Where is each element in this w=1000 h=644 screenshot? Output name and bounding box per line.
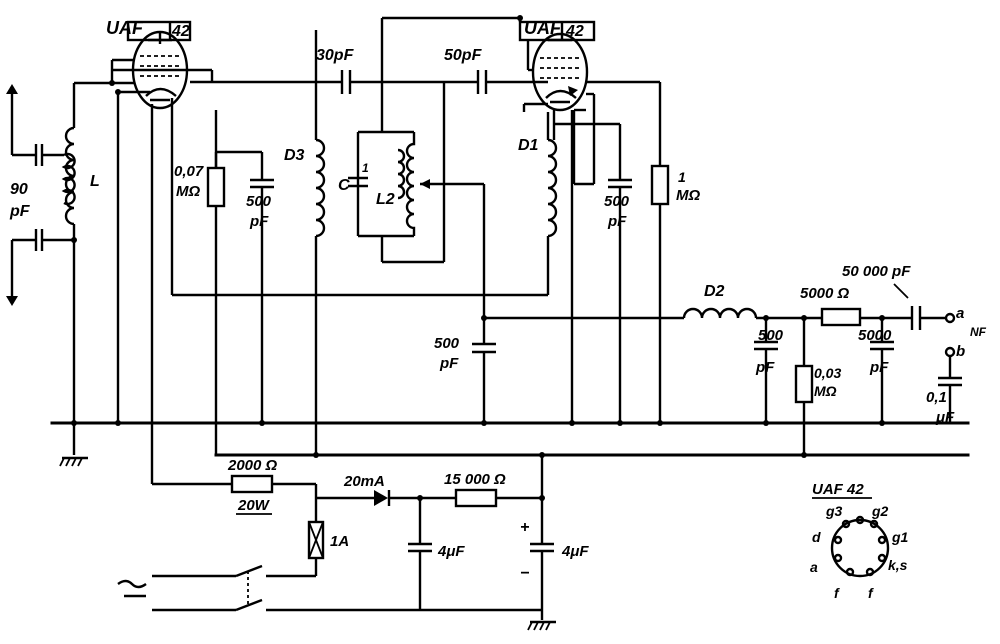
tube2-name: UAF [524,18,562,38]
filter-cap1-label: 4μF [437,543,465,560]
tank-circuit [348,130,486,318]
output-capacitor-1 [754,318,778,423]
pin-f2: f [868,585,874,601]
stage1-capacitor [250,152,274,423]
choke-D2 [682,307,822,320]
tank-cap-label: C [338,177,350,194]
input-cap-lower [34,229,74,251]
stage2-cap-unit: pF [607,213,627,230]
terminal-b-label: b [956,343,965,360]
detector-capacitor [472,318,496,423]
filter-res-label: 15 000 Ω [444,471,506,488]
cap-plus-sign: + [520,519,529,536]
stage2-res-value: 1 [678,169,686,185]
tank-coil-label: L2 [376,191,395,208]
stage2-capacitor [608,178,632,423]
tank-cap-number: 1 [362,161,369,175]
detector-cap-unit: pF [439,355,459,372]
pin-g2: g2 [871,503,889,519]
antenna-terminal-upper [6,84,36,157]
output-resistor-mid [794,318,814,455]
output-cap2-value: 5000 [858,327,892,344]
tube-2 [518,20,596,112]
input-cap-value: 90 [10,181,28,198]
dropper-value: 2000 Ω [227,457,278,474]
stage1-cap-value: 500 [246,193,272,210]
dropper-resistor [230,474,316,494]
input-coil-label: L [90,173,100,190]
stage2-res-unit: MΩ [676,187,700,204]
tube1-name: UAF [106,18,144,38]
output-cap3-value: 0,1 [926,389,947,406]
stage1-res-value: 0,07 [174,163,204,180]
pin-ks: k,s [888,557,908,573]
stage1-cap-unit: pF [249,213,269,230]
filter-resistor [454,488,542,508]
coil-D1 [546,112,558,295]
antenna-terminal-lower [6,238,36,306]
output-cap1-value: 500 [758,327,784,344]
mains-switch [152,564,542,612]
fuse-label: 1A [330,533,349,550]
output-cap3-unit: μF [935,409,955,426]
nf-label: NF [970,325,987,339]
chassis-ground-left [59,423,88,467]
tube2-number: 42 [565,23,584,40]
tube1-number: 42 [171,23,190,40]
detector-cap-value: 500 [434,335,460,352]
input-cap-upper [34,144,64,166]
filter-capacitor-2 [530,542,554,620]
input-coil-L [61,83,76,423]
output-series-resistor [820,307,912,327]
cap-minus-sign: − [520,565,529,582]
output-cap2-unit: pF [869,359,889,376]
output-res-mid-unit: MΩ [814,383,837,399]
input-cap-unit: pF [9,203,31,220]
terminal-a-label: a [956,305,964,322]
output-capacitor-2 [870,318,894,423]
coil-D1-label: D1 [518,137,539,154]
pin-d: d [812,529,821,545]
stage1-resistor [206,150,262,208]
coupling-cap2-label: 50pF [444,47,483,64]
stage1-res-unit: MΩ [176,183,200,200]
pin-g3: g3 [825,503,843,519]
terminal-b [944,346,956,358]
output-coupling-cap-label: 50 000 pF [842,263,911,280]
pin-f1: f [834,585,840,601]
stage2-resistor-1M [650,164,670,423]
chassis-ground-supply [527,620,556,631]
filter-cap2-label: 4μF [561,543,589,560]
pin-a: a [810,559,818,575]
coupling-cap-50pF [476,70,548,94]
output-res-series-label: 5000 Ω [800,285,850,302]
coil-D3-label: D3 [284,147,305,164]
output-cap1-unit: pF [755,359,775,376]
filter-capacitor-1 [408,498,432,610]
coupling-cap1-label: 30pF [316,47,355,64]
output-capacitor-3 [938,356,962,423]
terminal-a [944,312,956,324]
ac-symbol [117,579,147,589]
rectifier-label: 20mA [343,473,385,490]
pinout-title: UAF 42 [812,481,864,498]
rectifier-diode [316,490,456,506]
pinout-socket [830,515,890,578]
dropper-power: 20W [237,497,271,514]
choke-D2-label: D2 [704,283,725,300]
output-res-mid-value: 0,03 [814,365,841,381]
fuse-1A [266,484,325,578]
stage2-cap-value: 500 [604,193,630,210]
pin-g1: g1 [891,529,909,545]
coil-D3 [314,30,326,455]
output-coupling-cap [893,283,946,330]
coupling-cap-30pF [316,70,478,94]
